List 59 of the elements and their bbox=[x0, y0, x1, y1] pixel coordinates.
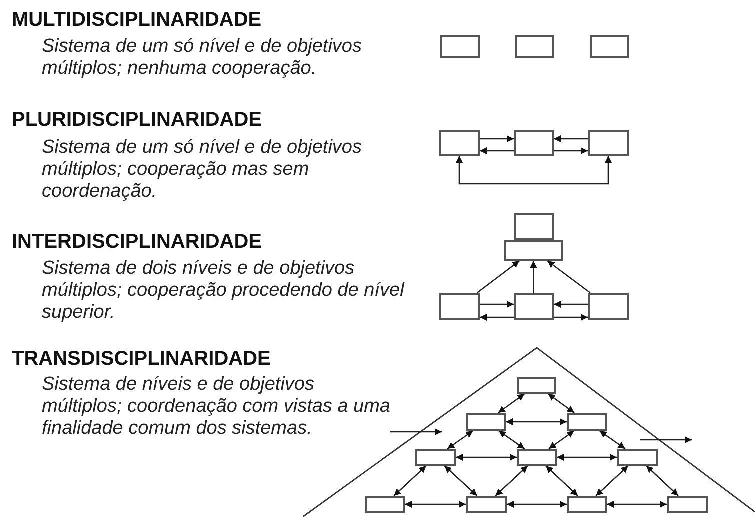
arrow bbox=[554, 136, 588, 142]
empty-box bbox=[515, 35, 554, 58]
empty-box bbox=[504, 240, 563, 261]
section-heading: PLURIDISCIPLINARIDADE bbox=[12, 108, 262, 132]
empty-box bbox=[466, 496, 507, 513]
arrow bbox=[480, 148, 514, 154]
arrow bbox=[548, 430, 575, 450]
empty-box bbox=[514, 213, 554, 240]
empty-box bbox=[588, 130, 629, 156]
arrow bbox=[530, 261, 538, 293]
arrow bbox=[480, 136, 514, 142]
arrow bbox=[476, 260, 520, 294]
empty-box bbox=[514, 293, 554, 320]
section-heading: MULTIDISCIPLINARIDADE bbox=[12, 8, 262, 32]
empty-box bbox=[514, 130, 554, 156]
empty-box bbox=[667, 496, 708, 513]
empty-box bbox=[440, 35, 480, 58]
arrow bbox=[507, 501, 567, 508]
arrow bbox=[480, 301, 514, 308]
empty-box bbox=[617, 449, 658, 466]
empty-box bbox=[590, 35, 629, 58]
description-text: Sistema de níveis e de objetivos múltiplos; coordenação com vistas a uma finalidade comum dos sistemas. bbox=[42, 374, 392, 440]
arrow bbox=[456, 454, 517, 461]
description-text: Sistema de dois níveis e de objetivos múltiplos; cooperação procedendo de nível superior. bbox=[42, 258, 406, 324]
empty-box bbox=[517, 449, 557, 466]
arrow bbox=[547, 260, 591, 294]
arrow bbox=[447, 430, 474, 450]
arrow bbox=[599, 430, 626, 450]
arrow bbox=[607, 501, 667, 508]
section-heading: INTERDISCIPLINARIDADE bbox=[12, 230, 262, 254]
arrow bbox=[554, 148, 588, 154]
empty-box bbox=[439, 130, 480, 156]
empty-box bbox=[439, 293, 480, 320]
arrow bbox=[498, 430, 526, 450]
empty-box bbox=[365, 496, 405, 513]
empty-box bbox=[567, 413, 607, 431]
arrow bbox=[495, 466, 528, 496]
arrow bbox=[646, 466, 679, 496]
empty-box bbox=[466, 413, 506, 431]
arrow bbox=[546, 466, 578, 496]
empty-box bbox=[588, 293, 629, 320]
arrow bbox=[444, 466, 478, 496]
description-text: Sistema de um só nível e de objetivos múltiplos; cooperação mas sem coordenação. bbox=[42, 137, 364, 203]
arrow bbox=[480, 314, 514, 321]
arrow bbox=[405, 501, 466, 508]
arrow bbox=[498, 393, 526, 414]
arrow bbox=[506, 418, 567, 426]
arrow bbox=[548, 393, 575, 414]
section-heading: TRANSDISCIPLINARIDADE bbox=[12, 347, 271, 371]
empty-box bbox=[415, 449, 456, 466]
arrow bbox=[554, 314, 588, 321]
arrow bbox=[557, 454, 617, 461]
arrow bbox=[596, 466, 629, 496]
arrow bbox=[554, 301, 588, 308]
empty-box bbox=[517, 377, 556, 394]
arrow bbox=[394, 466, 427, 496]
description-text: Sistema de um só nível e de objetivos múltiplos; nenhuma cooperação. bbox=[42, 36, 364, 80]
arrow bbox=[456, 156, 612, 185]
empty-box bbox=[567, 496, 607, 513]
